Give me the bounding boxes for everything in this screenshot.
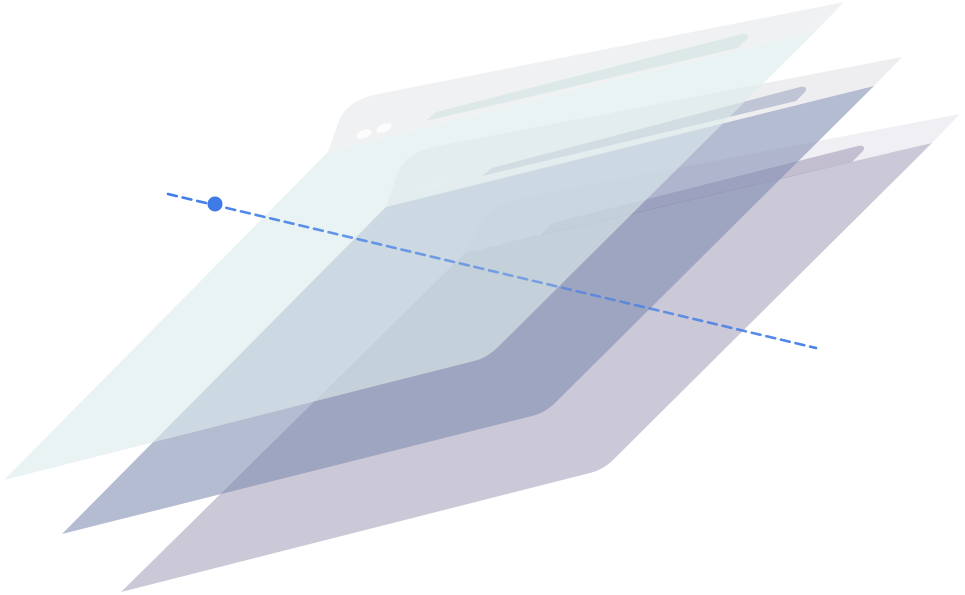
front-window-dots xyxy=(356,123,392,139)
front-window-body xyxy=(4,31,816,480)
scan-marker-dot xyxy=(207,196,223,212)
scan-line-dashes xyxy=(166,192,818,350)
front-window-address-bar xyxy=(426,33,749,122)
scan-line xyxy=(166,192,818,350)
front-window-layer xyxy=(4,2,844,480)
